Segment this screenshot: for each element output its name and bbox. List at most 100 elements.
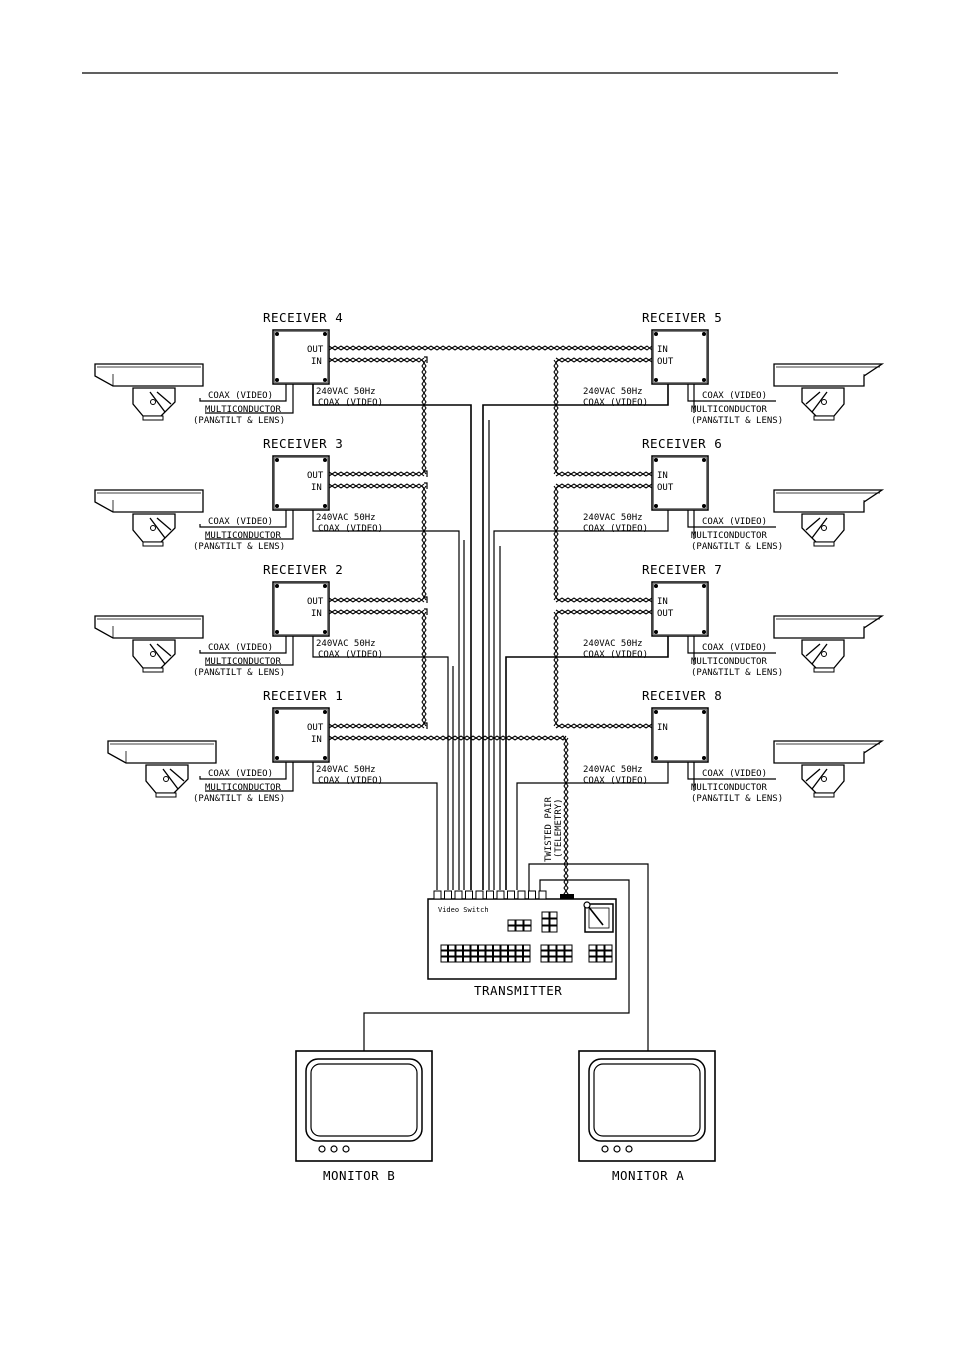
keypad-key: [548, 944, 557, 951]
keypad-key: [448, 956, 456, 963]
keypad-key: [478, 956, 486, 963]
bnc-connector: [465, 890, 473, 900]
bnc-connector: [486, 890, 494, 900]
camera-8-multi-label: MULTICONDUCTOR: [691, 783, 767, 793]
monitor-a-label: MONITOR A: [612, 1168, 684, 1183]
camera-6-multi-label: MULTICONDUCTOR: [691, 531, 767, 541]
telemetry-r1-tx: [328, 735, 567, 741]
receiver-5-coax-label: COAX (VIDEO): [583, 398, 648, 408]
receiver-1-port-2: IN: [311, 735, 322, 745]
camera-4-pantilt-label: (PAN&TILT & LENS): [193, 416, 285, 426]
camera-5-coax-label: COAX (VIDEO): [702, 391, 767, 401]
camera-6: [773, 489, 883, 547]
receiver-7-port-1: IN: [657, 597, 668, 607]
camera-1-pantilt-label: (PAN&TILT & LENS): [193, 794, 285, 804]
receiver-3-port-2: IN: [311, 483, 322, 493]
keypad-key: [440, 944, 448, 951]
keypad-key: [478, 944, 486, 951]
receiver-3-label: RECEIVER 3: [263, 436, 343, 451]
receiver-3: RECEIVER 3 OUT IN 240VAC 50Hz COAX (VIDE…: [263, 436, 383, 534]
camera-3: [94, 489, 204, 547]
camera-8-cable-labels: COAX (VIDEO) MULTICONDUCTOR (PAN&TILT & …: [691, 769, 783, 804]
receiver-2-port-2: IN: [311, 609, 322, 619]
keypad-key: [455, 950, 463, 957]
receiver-5-port-1: IN: [657, 345, 668, 355]
feed-monitor-a: [528, 863, 649, 1051]
feed-monitor-b: [363, 879, 630, 1051]
camera-3-cable-labels: COAX (VIDEO) MULTICONDUCTOR (PAN&TILT & …: [193, 517, 285, 552]
receiver-4-port-2: IN: [311, 357, 322, 367]
camera-1-multi-label: MULTICONDUCTOR: [205, 783, 281, 793]
transmitter-connectors: [433, 890, 574, 900]
receiver-3-port-1: OUT: [307, 471, 324, 481]
camera-4-coax-label: COAX (VIDEO): [208, 391, 273, 401]
coax-r6: [493, 510, 669, 890]
camera-4: [94, 363, 204, 421]
bnc-connector: [454, 890, 463, 900]
camera-7-multi-label: MULTICONDUCTOR: [691, 657, 767, 667]
camera-6-coax-label: COAX (VIDEO): [702, 517, 767, 527]
bnc-connector: [444, 890, 452, 900]
receiver-1-port-1: OUT: [307, 723, 324, 733]
camera-5-cable-labels: COAX (VIDEO) MULTICONDUCTOR (PAN&TILT & …: [691, 391, 783, 426]
receiver-5-port-2: OUT: [657, 357, 674, 367]
keypad-key: [470, 950, 478, 957]
keypad-key: [556, 950, 565, 957]
camera-3-multi-label: MULTICONDUCTOR: [205, 531, 281, 541]
keypad-key: [493, 950, 501, 957]
keypad-key: [549, 925, 558, 933]
keypad-key: [556, 944, 565, 951]
keypad-key: [523, 944, 531, 951]
receiver-1-label: RECEIVER 1: [263, 688, 343, 703]
monitor-a: MONITOR A: [578, 1050, 716, 1183]
keypad-key: [596, 956, 605, 963]
coax-r5: [482, 384, 669, 890]
keypad-key: [523, 925, 532, 932]
camera-3-coax-label: COAX (VIDEO): [208, 517, 273, 527]
camera-1-coax-label: COAX (VIDEO): [208, 769, 273, 779]
receiver-2: RECEIVER 2 OUT IN 240VAC 50Hz COAX (VIDE…: [263, 562, 383, 660]
camera-4-cable-labels: COAX (VIDEO) MULTICONDUCTOR (PAN&TILT & …: [193, 391, 285, 426]
keypad-key: [515, 956, 523, 963]
keypad-key: [463, 956, 471, 963]
camera-5: [773, 363, 883, 421]
keypad-key: [540, 950, 549, 957]
monitor-b-label: MONITOR B: [323, 1168, 395, 1183]
receiver-8-port-1: IN: [657, 723, 668, 733]
receiver-7-label: RECEIVER 7: [642, 562, 722, 577]
receiver-5-label: RECEIVER 5: [642, 310, 722, 325]
camera-2-multi-label: MULTICONDUCTOR: [205, 657, 281, 667]
bnc-connector: [496, 890, 505, 900]
receiver-8: RECEIVER 8 IN 240VAC 50Hz COAX (VIDEO): [583, 688, 722, 786]
bnc-connector: [507, 890, 515, 900]
receiver-4: RECEIVER 4 OUT IN 240VAC 50Hz COAX (VIDE…: [263, 310, 383, 408]
camera-8-coax-label: COAX (VIDEO): [702, 769, 767, 779]
keypad-key: [507, 919, 516, 926]
keypad-key: [540, 944, 549, 951]
camera-5-pantilt-label: (PAN&TILT & LENS): [691, 416, 783, 426]
keypad-key: [485, 956, 493, 963]
keypad-key: [564, 944, 573, 951]
bnc-connector: [433, 890, 442, 900]
keypad-key: [440, 956, 448, 963]
keypad-key: [448, 950, 456, 957]
receiver-8-power-label: 240VAC 50Hz: [583, 765, 643, 775]
receiver-3-coax-label: COAX (VIDEO): [318, 524, 383, 534]
receiver-4-power-label: 240VAC 50Hz: [316, 387, 376, 397]
keypad-key: [508, 956, 516, 963]
keypad-key: [508, 950, 516, 957]
camera-8: [773, 740, 883, 798]
receiver-6-port-2: OUT: [657, 483, 674, 493]
coax-r7: [505, 636, 669, 890]
keypad-key: [515, 950, 523, 957]
camera-1-cable-labels: COAX (VIDEO) MULTICONDUCTOR (PAN&TILT & …: [193, 769, 285, 804]
keypad-key: [523, 956, 531, 963]
receiver-6-port-1: IN: [657, 471, 668, 481]
keypad-key: [548, 950, 557, 957]
receiver-1-power-label: 240VAC 50Hz: [316, 765, 376, 775]
keypad-key: [500, 944, 508, 951]
keypad-key: [463, 944, 471, 951]
keypad-key: [548, 956, 557, 963]
camera-6-pantilt-label: (PAN&TILT & LENS): [691, 542, 783, 552]
